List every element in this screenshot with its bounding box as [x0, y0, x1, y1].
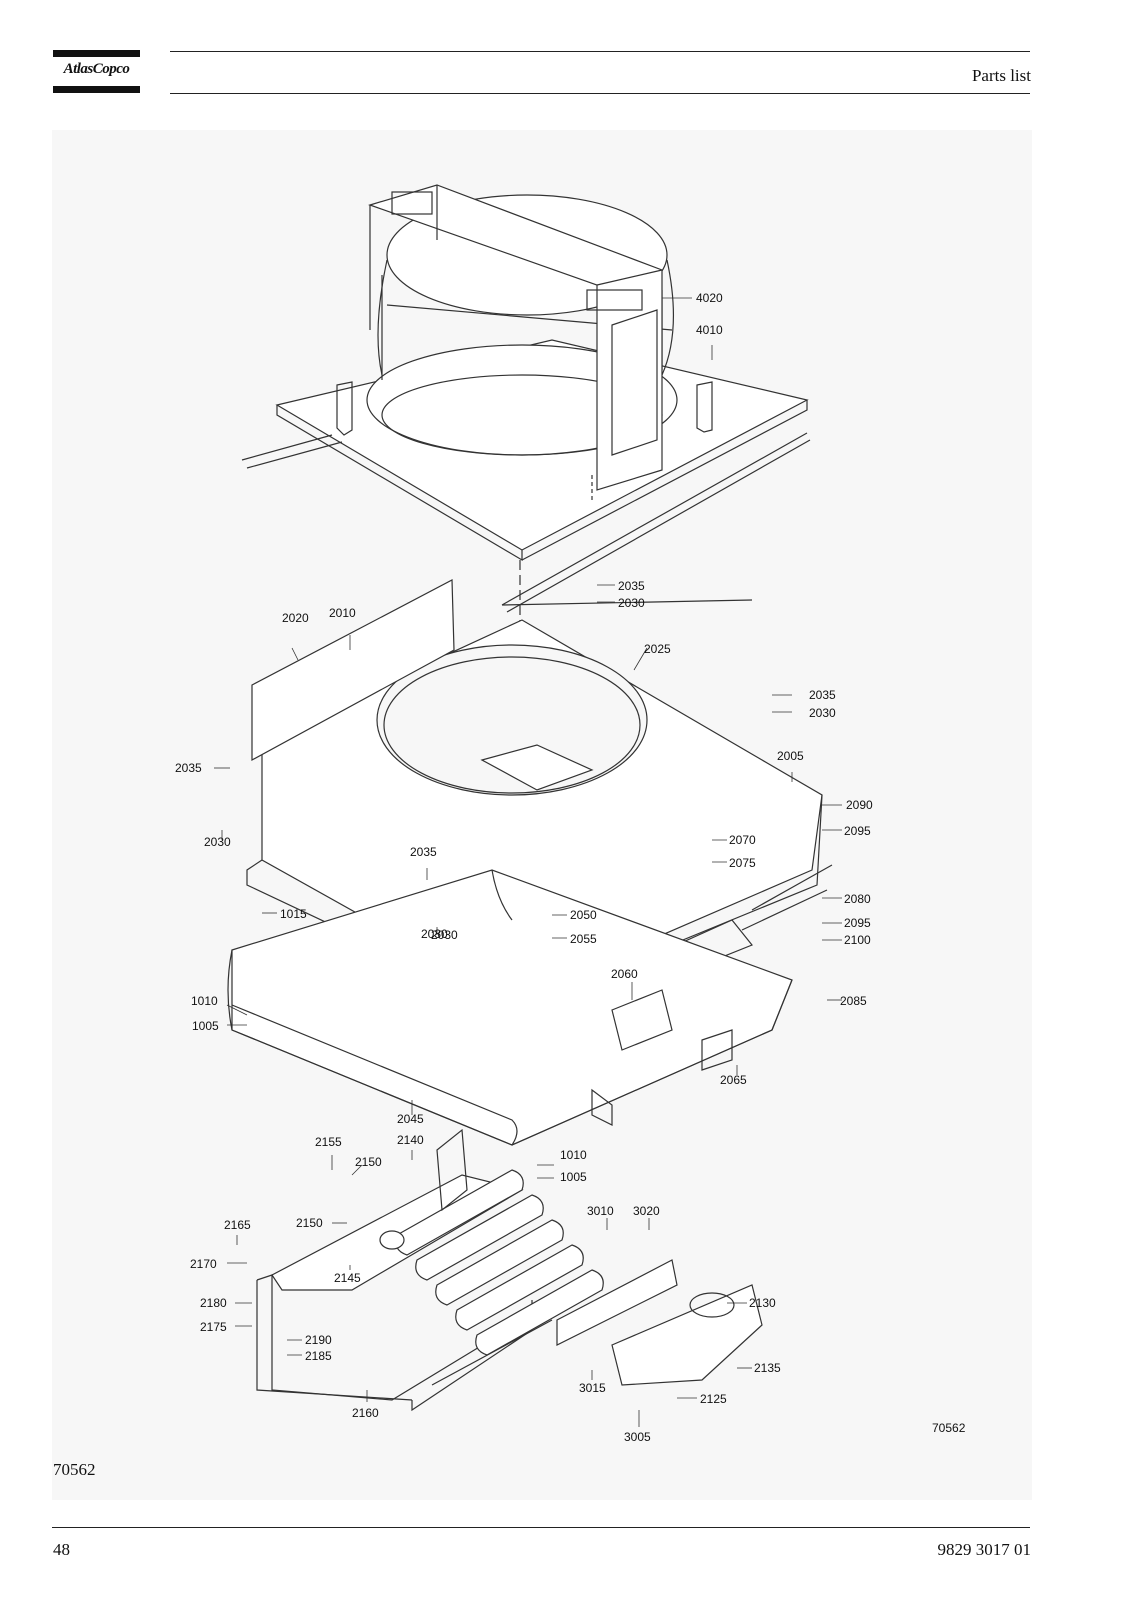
- callout-label: 2125: [700, 1392, 727, 1406]
- callout-label: 2090: [846, 798, 873, 812]
- callout-label: 2075: [729, 856, 756, 870]
- callout-label: 2025: [644, 642, 671, 656]
- callout-label: 2030: [618, 596, 645, 610]
- callout-label: 2065: [720, 1073, 747, 1087]
- callout-label: 2140: [397, 1133, 424, 1147]
- callout-label: 4010: [696, 323, 723, 337]
- callout-label: 2155: [315, 1135, 342, 1149]
- section-title: Parts list: [971, 66, 1031, 85]
- callout-label: 3015: [579, 1381, 606, 1395]
- logo-bar-top: [53, 50, 140, 57]
- callout-label: 2160: [352, 1406, 379, 1420]
- callout-label: 2030: [421, 927, 448, 941]
- callout-label: 2135: [754, 1361, 781, 1375]
- callout-label: 1015: [280, 907, 307, 921]
- callout-label: 2070: [729, 833, 756, 847]
- exploded-parts-drawing: 4020 4010 2035 2030 2025 2020 2010 2035 …: [52, 130, 1032, 1500]
- callout-label: 4020: [696, 291, 723, 305]
- callout-label: 2170: [190, 1257, 217, 1271]
- callout-label: 1005: [560, 1170, 587, 1184]
- callout-label: 2010: [329, 606, 356, 620]
- callout-label: 2185: [305, 1349, 332, 1363]
- callout-label: 2095: [844, 916, 871, 930]
- callout-label: 2080: [844, 892, 871, 906]
- callout-label: 2100: [844, 933, 871, 947]
- callout-label: 1010: [191, 994, 218, 1008]
- callout-label: 2175: [200, 1320, 227, 1334]
- callout-labels: 4020 4010 2035 2030 2025 2020 2010 2035 …: [175, 291, 966, 1444]
- callout-label: 2130: [749, 1296, 776, 1310]
- callout-label: 2180: [200, 1296, 227, 1310]
- callout-label: 2030: [204, 835, 231, 849]
- callout-label: 2035: [175, 761, 202, 775]
- footer-rule: [52, 1527, 1030, 1528]
- drawing-corner-code: 70562: [932, 1421, 966, 1435]
- page-number: 48: [53, 1540, 70, 1559]
- callout-label: 2050: [570, 908, 597, 922]
- figure-code: 70562: [53, 1460, 96, 1479]
- callout-label: 2085: [840, 994, 867, 1008]
- callout-label: 2045: [397, 1112, 424, 1126]
- logo-text: AtlasCopco: [63, 61, 130, 77]
- callout-label: 2145: [334, 1271, 361, 1285]
- callout-label: 2190: [305, 1333, 332, 1347]
- callout-label: 3010: [587, 1204, 614, 1218]
- callout-label: 2060: [611, 967, 638, 981]
- callout-label: 2035: [410, 845, 437, 859]
- atlas-copco-logo: AtlasCopco: [53, 50, 140, 94]
- callout-label: 3020: [633, 1204, 660, 1218]
- header-rule-bottom: [170, 93, 1030, 94]
- callout-label: 1010: [560, 1148, 587, 1162]
- callout-label: 2020: [282, 611, 309, 625]
- logo-bar-bottom: [53, 86, 140, 93]
- callout-label: 2030: [431, 928, 458, 942]
- callout-label: 3005: [624, 1430, 651, 1444]
- drawing-svg: 4020 4010 2035 2030 2025 2020 2010 2035 …: [175, 184, 966, 1444]
- callout-label: 2165: [224, 1218, 251, 1232]
- callout-label: 2055: [570, 932, 597, 946]
- document-number: 9829 3017 01: [937, 1540, 1032, 1559]
- callout-label: 2030: [809, 706, 836, 720]
- callout-label: 2095: [844, 824, 871, 838]
- callout-label: 1005: [192, 1019, 219, 1033]
- header-rule-top: [170, 51, 1030, 52]
- callout-label: 2035: [618, 579, 645, 593]
- callout-label: 2150: [355, 1155, 382, 1169]
- callout-label: 2035: [809, 688, 836, 702]
- callout-label: 2005: [777, 749, 804, 763]
- callout-label: 2150: [296, 1216, 323, 1230]
